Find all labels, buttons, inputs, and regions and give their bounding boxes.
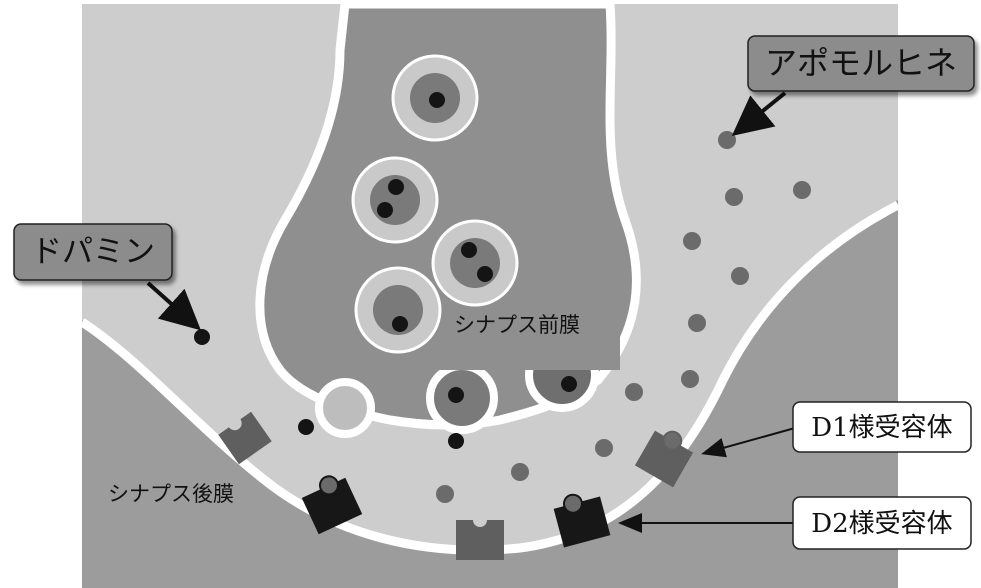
apomorphine-molecule [595,439,613,457]
dopamine-molecule [194,329,210,345]
apomorphine-molecule [511,463,529,481]
apomorphine-molecule [436,485,454,503]
postsynaptic-membrane-label: シナプス後膜 [108,482,234,506]
vesicle [393,56,477,140]
apomorphine-molecule [683,232,701,250]
vesicle [356,268,440,352]
dopamine-label: ドパミン [31,234,155,270]
presynaptic-membrane-label: シナプス前膜 [454,313,580,337]
dopamine-molecule [298,419,314,435]
d2-receptor-label: D2様受容体 [811,509,952,539]
apomorphine-molecule [688,314,706,332]
dopamine-molecule [448,387,464,403]
d1-receptor-label: D1様受容体 [811,413,952,443]
apomorphine-molecule [725,188,743,206]
vesicle [433,221,517,305]
apomorphine-molecule [625,383,643,401]
apomorphine-molecule [793,181,811,199]
apomorphine-molecule [718,131,736,149]
dopamine-molecule [561,376,577,392]
vesicle [353,158,437,242]
apomorphine-molecule [731,267,749,285]
dopamine-molecule [448,433,464,449]
d1-receptor [456,513,504,560]
apomorphine-label: アポモルヒネ [765,44,957,82]
apomorphine-molecule [681,370,699,388]
